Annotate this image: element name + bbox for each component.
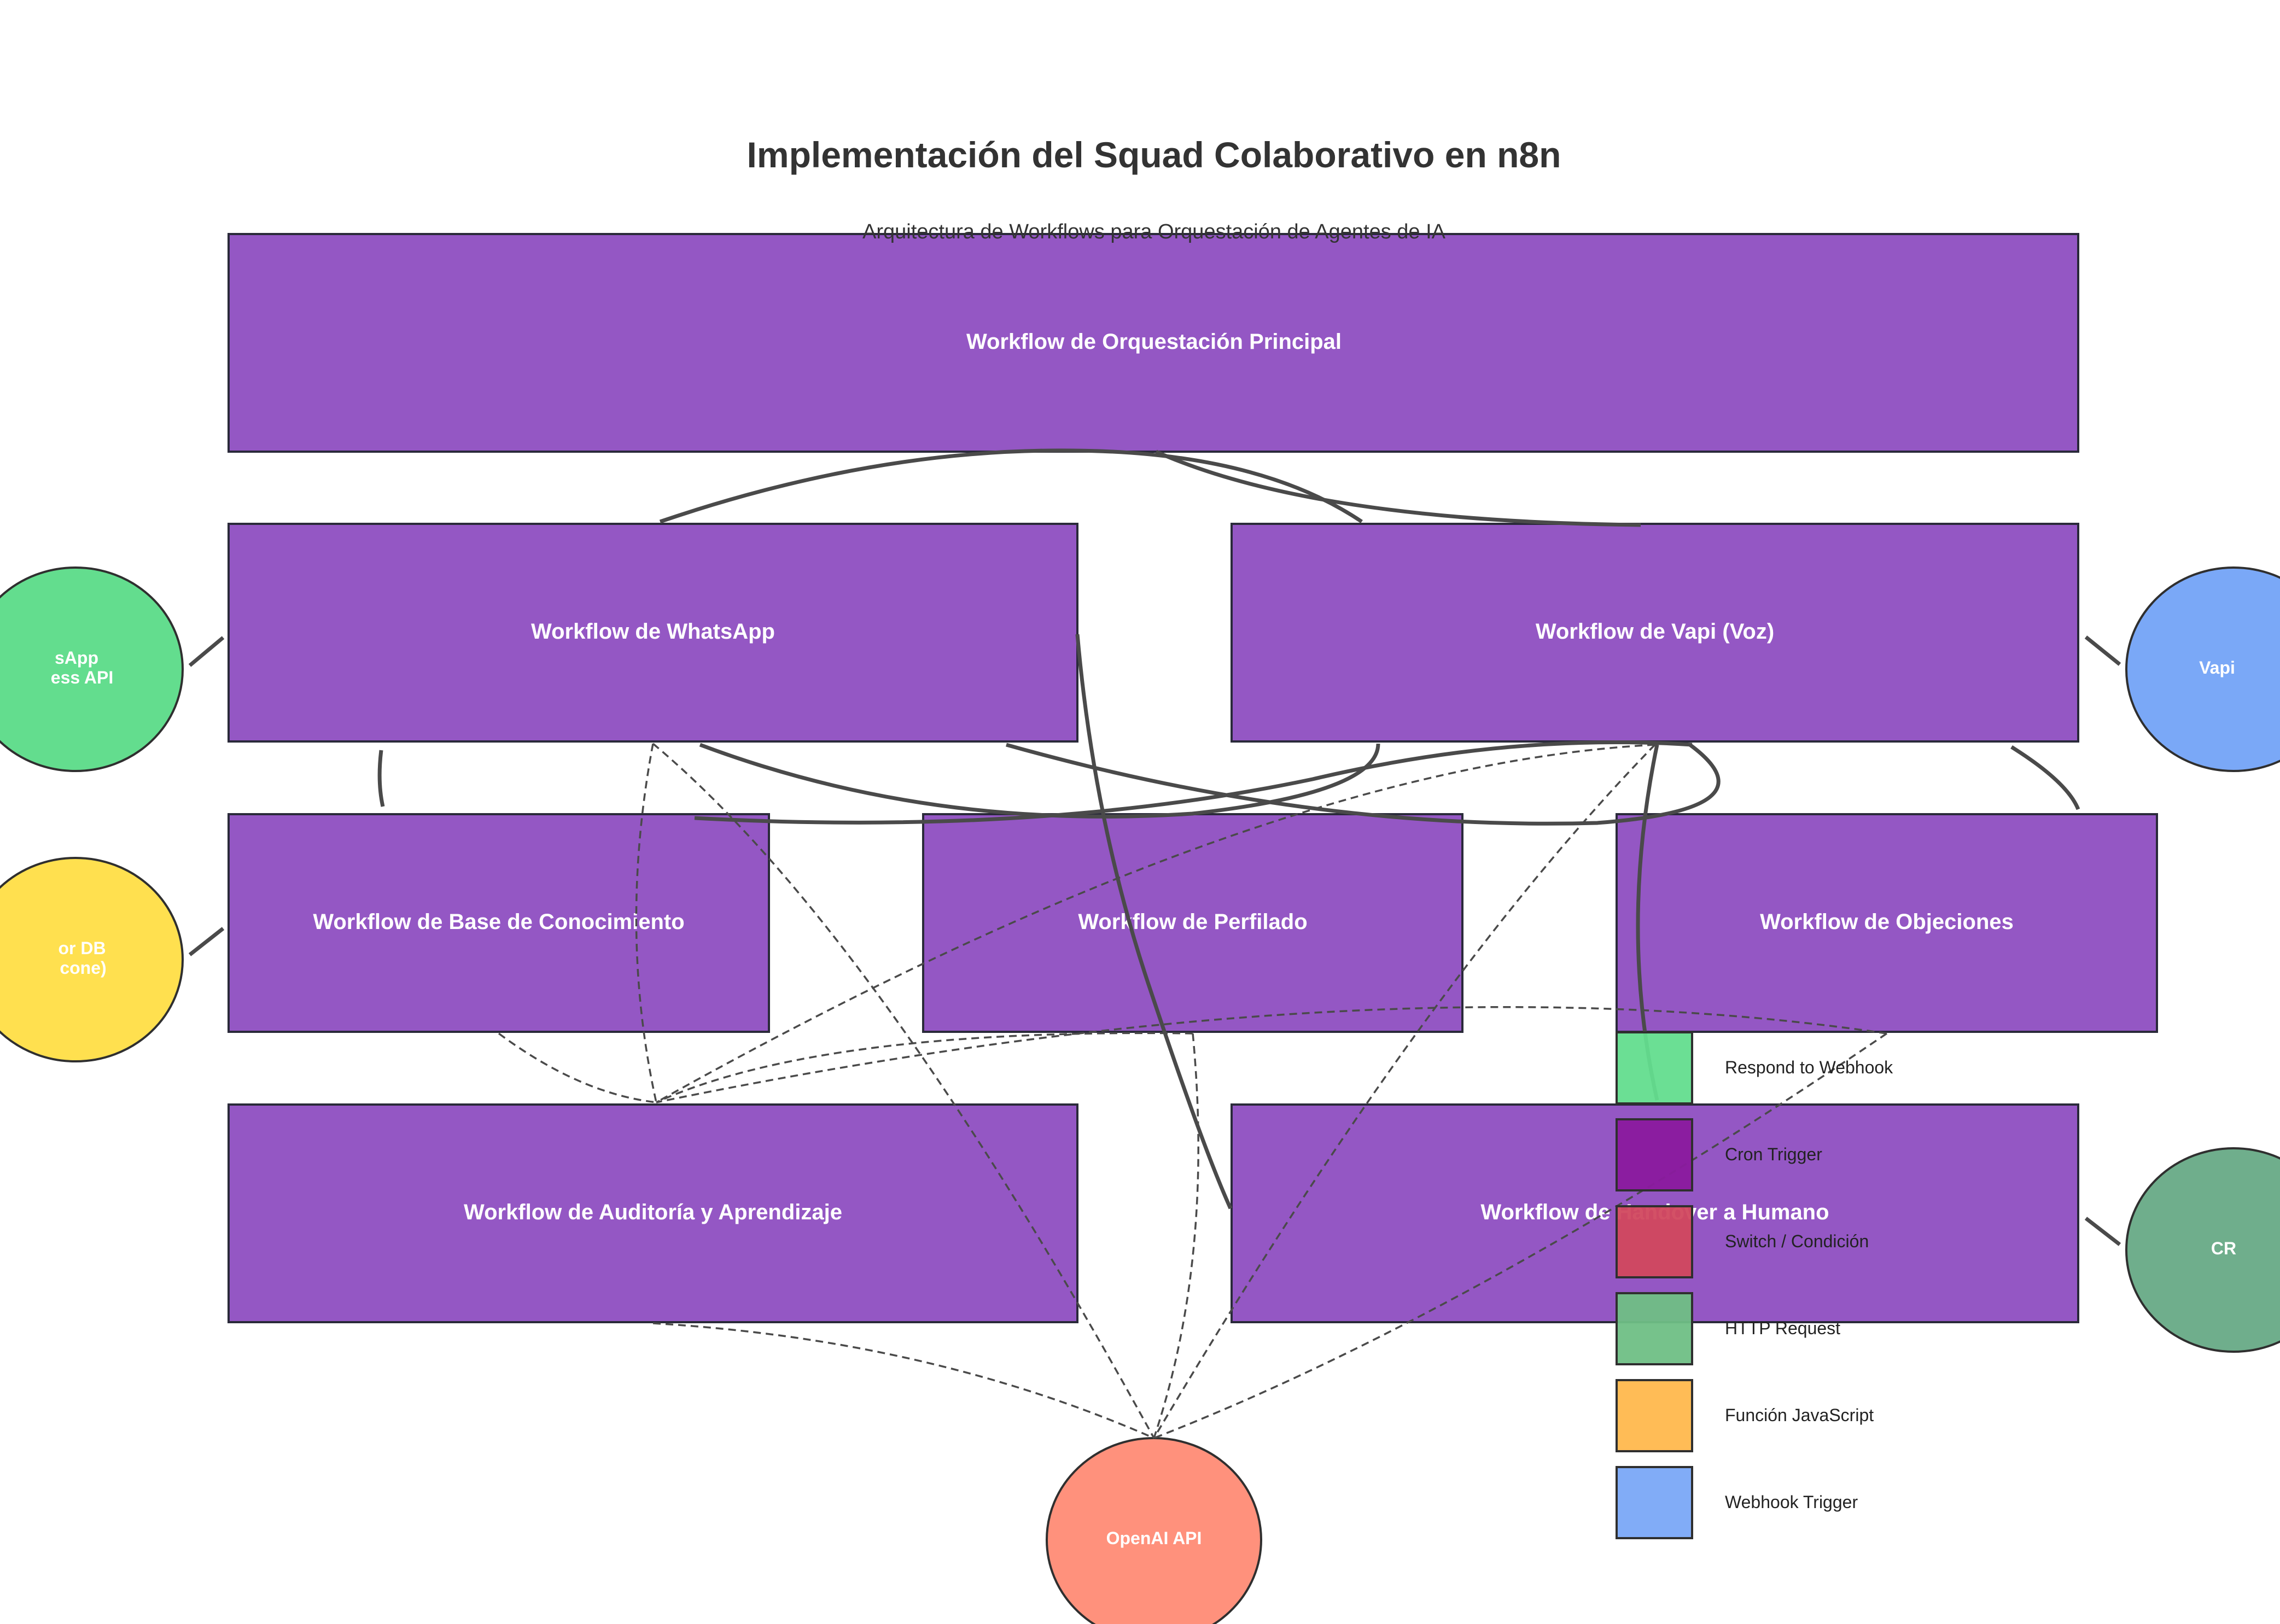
- workflow-profiling-node[interactable]: Workflow de Perfilado: [922, 813, 1463, 1033]
- legend-label: Función JavaScript: [1725, 1405, 1874, 1425]
- dashed-connectors: [498, 743, 1887, 1439]
- workflow-main-box[interactable]: [228, 233, 2079, 453]
- workflow-whatsapp-box[interactable]: [228, 523, 1078, 743]
- workflow-audit-label: Workflow de Auditoría y Aprendizaje: [464, 1200, 842, 1224]
- workflow-knowledge-node[interactable]: Workflow de Base de Conocimiento: [228, 813, 770, 1033]
- connector-whatsapp-handover: [1075, 634, 1233, 1210]
- dash-objections-audit: [656, 1006, 1887, 1103]
- whatsapp-api-label-line2: ess API: [51, 668, 113, 687]
- connector-whatsapp-profiling: [699, 743, 1380, 819]
- workflow-profiling-label: Workflow de Perfilado: [1078, 910, 1307, 934]
- connector-vectordb-knowledge: [188, 927, 225, 956]
- legend-swatch: [1616, 1466, 1693, 1539]
- connector-whatsappapi-whatsapp: [188, 636, 225, 667]
- workflow-vapi-box[interactable]: [1231, 523, 2079, 743]
- crm-ellipse[interactable]: [2125, 1147, 2280, 1353]
- legend-item: HTTP Request: [1616, 1292, 1840, 1365]
- connector-vapi-profiling: [694, 740, 1693, 825]
- connector-vapi-objections: [2010, 745, 2080, 810]
- openai-node[interactable]: OpenAI API: [1046, 1437, 1262, 1624]
- legend-label: Switch / Condición: [1725, 1231, 1869, 1251]
- diagram-subtitle: Arquitectura de Workflows para Orquestac…: [862, 220, 1446, 243]
- legend-item: Webhook Trigger: [1616, 1466, 1858, 1539]
- crm-label: CR: [2211, 1239, 2236, 1258]
- workflow-vapi-node[interactable]: Workflow de Vapi (Voz): [1231, 523, 2079, 743]
- legend-item: Respond to Webhook: [1616, 1031, 1893, 1105]
- dash-vapi-audit: [656, 744, 1655, 1103]
- vapi-label: Vapi: [2199, 658, 2235, 677]
- legend-swatch: [1616, 1205, 1693, 1278]
- whatsapp-api-ellipse[interactable]: [0, 566, 184, 772]
- workflow-main-node[interactable]: Workflow de Orquestación Principal: [228, 233, 2079, 453]
- dash-objections-openai: [1153, 1032, 1887, 1439]
- legend-item: Función JavaScript: [1616, 1379, 1874, 1452]
- diagram-title: Implementación del Squad Colaborativo en…: [747, 135, 1561, 175]
- vector-db-node[interactable]: or DB cone): [0, 857, 184, 1062]
- dash-profiling-openai: [1153, 1033, 1199, 1439]
- workflow-knowledge-box[interactable]: [228, 813, 770, 1033]
- legend-swatch: [1616, 1118, 1693, 1191]
- dash-profiling-audit: [656, 1032, 1193, 1103]
- legend-swatch: [1616, 1031, 1693, 1105]
- vector-db-label-line1: or DB: [58, 938, 106, 958]
- dash-knowledge-audit: [498, 1032, 657, 1103]
- legend-label: Cron Trigger: [1725, 1144, 1822, 1164]
- workflow-objections-label: Workflow de Objeciones: [1760, 910, 2014, 934]
- workflow-knowledge-label: Workflow de Base de Conocimiento: [313, 910, 684, 934]
- workflow-audit-box[interactable]: [228, 1103, 1078, 1323]
- crm-node[interactable]: CR: [2125, 1147, 2280, 1353]
- workflow-whatsapp-label: Workflow de WhatsApp: [531, 620, 775, 644]
- dash-whatsapp-openai: [652, 743, 1155, 1439]
- legend-swatch: [1616, 1379, 1693, 1452]
- workflow-main-label: Workflow de Orquestación Principal: [966, 330, 1342, 354]
- whatsapp-api-node[interactable]: sApp ess API: [0, 566, 184, 772]
- legend-swatch: [1616, 1292, 1693, 1365]
- legend-item: Switch / Condición: [1616, 1205, 1869, 1278]
- dash-whatsapp-audit: [635, 743, 657, 1103]
- vector-db-label-line2: cone): [60, 958, 106, 978]
- whatsapp-api-label-line1: sApp: [55, 648, 98, 668]
- legend-label: HTTP Request: [1725, 1318, 1840, 1338]
- openai-label: OpenAI API: [1106, 1528, 1202, 1548]
- workflow-vapi-label: Workflow de Vapi (Voz): [1536, 620, 1774, 644]
- dash-vapi-openai: [1153, 744, 1656, 1439]
- connector-main-whatsapp: [659, 448, 1363, 524]
- connector-whatsapp-knowledge: [377, 750, 385, 807]
- vector-db-ellipse[interactable]: [0, 857, 184, 1062]
- workflow-whatsapp-node[interactable]: Workflow de WhatsApp: [228, 523, 1078, 743]
- connector-vapi-vapiapi: [2084, 635, 2121, 666]
- connector-handover-crm: [2084, 1217, 2121, 1246]
- workflow-objections-node[interactable]: Workflow de Objeciones: [1616, 813, 2158, 1033]
- legend-item: Cron Trigger: [1616, 1118, 1822, 1191]
- legend-label: Webhook Trigger: [1725, 1492, 1858, 1512]
- vapi-node[interactable]: Vapi: [2125, 566, 2280, 772]
- vapi-ellipse[interactable]: [2125, 566, 2280, 772]
- connector-whatsapp-objections: [1006, 743, 1721, 826]
- workflow-audit-node[interactable]: Workflow de Auditoría y Aprendizaje: [228, 1103, 1078, 1323]
- connector-main-vapi: [1155, 449, 1641, 527]
- legend-label: Respond to Webhook: [1725, 1058, 1893, 1077]
- dash-audit-openai: [652, 1322, 1154, 1439]
- workflow-objections-box[interactable]: [1616, 813, 2158, 1033]
